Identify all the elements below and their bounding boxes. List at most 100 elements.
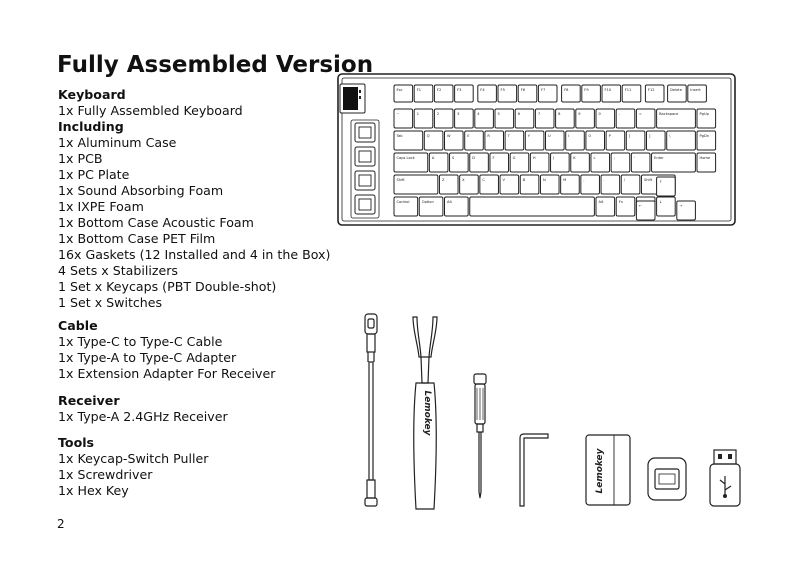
- key: [644, 84, 665, 103]
- section-heading: Receiver: [58, 393, 120, 408]
- key: [454, 108, 474, 129]
- key-label: X: [462, 178, 465, 182]
- key: [676, 200, 696, 221]
- key: [581, 84, 601, 103]
- key-label: Alt: [447, 200, 452, 204]
- key: [393, 196, 419, 217]
- key-label: Option: [422, 200, 434, 204]
- section-heading: Cable: [58, 318, 98, 333]
- key-label: K: [573, 156, 576, 160]
- key-label: F3: [457, 88, 461, 92]
- key: [565, 130, 585, 151]
- key: [656, 108, 696, 129]
- key: [600, 174, 621, 195]
- key: [393, 84, 414, 103]
- key: [615, 108, 636, 129]
- keycap-switch-puller-illustration: Lemokey: [412, 316, 438, 510]
- key-label: F7: [541, 88, 545, 92]
- key: [575, 108, 595, 129]
- macro-column-frame: [350, 119, 380, 219]
- key-label: .: [604, 178, 605, 182]
- key-label: ↑: [659, 180, 662, 184]
- key: [595, 196, 616, 217]
- key-label: Enter: [654, 156, 664, 160]
- key-label: F6: [521, 88, 526, 92]
- contents-item: 1x Extension Adapter For Receiver: [58, 366, 276, 381]
- key-label: C: [482, 178, 485, 182]
- type-a-to-type-c-adapter-illustration: Lemokey: [585, 434, 631, 506]
- key-label: F1: [417, 88, 421, 92]
- key-label: Home: [700, 156, 711, 160]
- key: [393, 108, 414, 129]
- key: [444, 130, 464, 151]
- key: [580, 174, 600, 195]
- key: [601, 84, 622, 103]
- contents-item: 1x PCB: [58, 151, 103, 166]
- key: [651, 152, 696, 173]
- key: [687, 84, 707, 103]
- key: [646, 130, 666, 151]
- key: [539, 174, 560, 195]
- key-label: F9: [584, 88, 589, 92]
- key-label: Shift: [644, 178, 653, 182]
- key-label: D: [472, 156, 475, 160]
- contents-item: 1x Bottom Case Acoustic Foam: [58, 215, 254, 230]
- macro-key-inner: [358, 198, 372, 211]
- key-label: 2: [437, 112, 439, 116]
- key: [484, 130, 504, 151]
- key-label: P: [609, 134, 612, 138]
- key-label: B: [523, 178, 526, 182]
- key-label: F11: [625, 88, 632, 92]
- key-label: F12: [648, 88, 655, 92]
- key: [667, 84, 687, 103]
- key: [524, 130, 545, 151]
- key: [605, 130, 626, 151]
- key-label: N: [543, 178, 546, 182]
- key-label: F10: [605, 88, 612, 92]
- key-label: F8: [564, 88, 569, 92]
- key: [625, 130, 646, 151]
- key: [570, 152, 590, 173]
- key: [469, 196, 595, 217]
- macro-key: [354, 194, 376, 215]
- key-label: ~: [397, 112, 400, 116]
- key: [595, 108, 616, 129]
- key: [433, 84, 454, 103]
- screwdriver-illustration: [473, 373, 487, 499]
- contents-item: 1x Type-C to Type-C Cable: [58, 334, 223, 349]
- key-label: F4: [480, 88, 485, 92]
- key: [550, 152, 570, 173]
- key: [560, 174, 580, 195]
- key-label: Delete: [670, 88, 683, 92]
- key: [413, 108, 434, 129]
- macro-key: [354, 122, 376, 143]
- key-label: Y: [528, 134, 531, 138]
- key: [630, 152, 651, 173]
- key-label: -: [619, 112, 621, 116]
- key-label: Q: [427, 134, 430, 138]
- key: [509, 152, 530, 173]
- key-label: Fn: [619, 200, 623, 204]
- key: [428, 152, 449, 173]
- macro-key: [354, 170, 376, 191]
- contents-item: 1x PC Plate: [58, 167, 130, 182]
- contents-item: 1x IXPE Foam: [58, 199, 144, 214]
- key-label: F5: [501, 88, 505, 92]
- key: [444, 196, 469, 217]
- key: [418, 196, 444, 217]
- key: [620, 174, 641, 195]
- key-label: M: [563, 178, 566, 182]
- key: [555, 108, 575, 129]
- key: [696, 152, 717, 173]
- key-label: Alt: [599, 200, 604, 204]
- key-label: Control: [397, 200, 410, 204]
- key: [610, 152, 631, 173]
- contents-item: 1x Screwdriver: [58, 467, 153, 482]
- adapter-brand-text: Lemokey: [595, 447, 605, 493]
- key: [590, 152, 611, 173]
